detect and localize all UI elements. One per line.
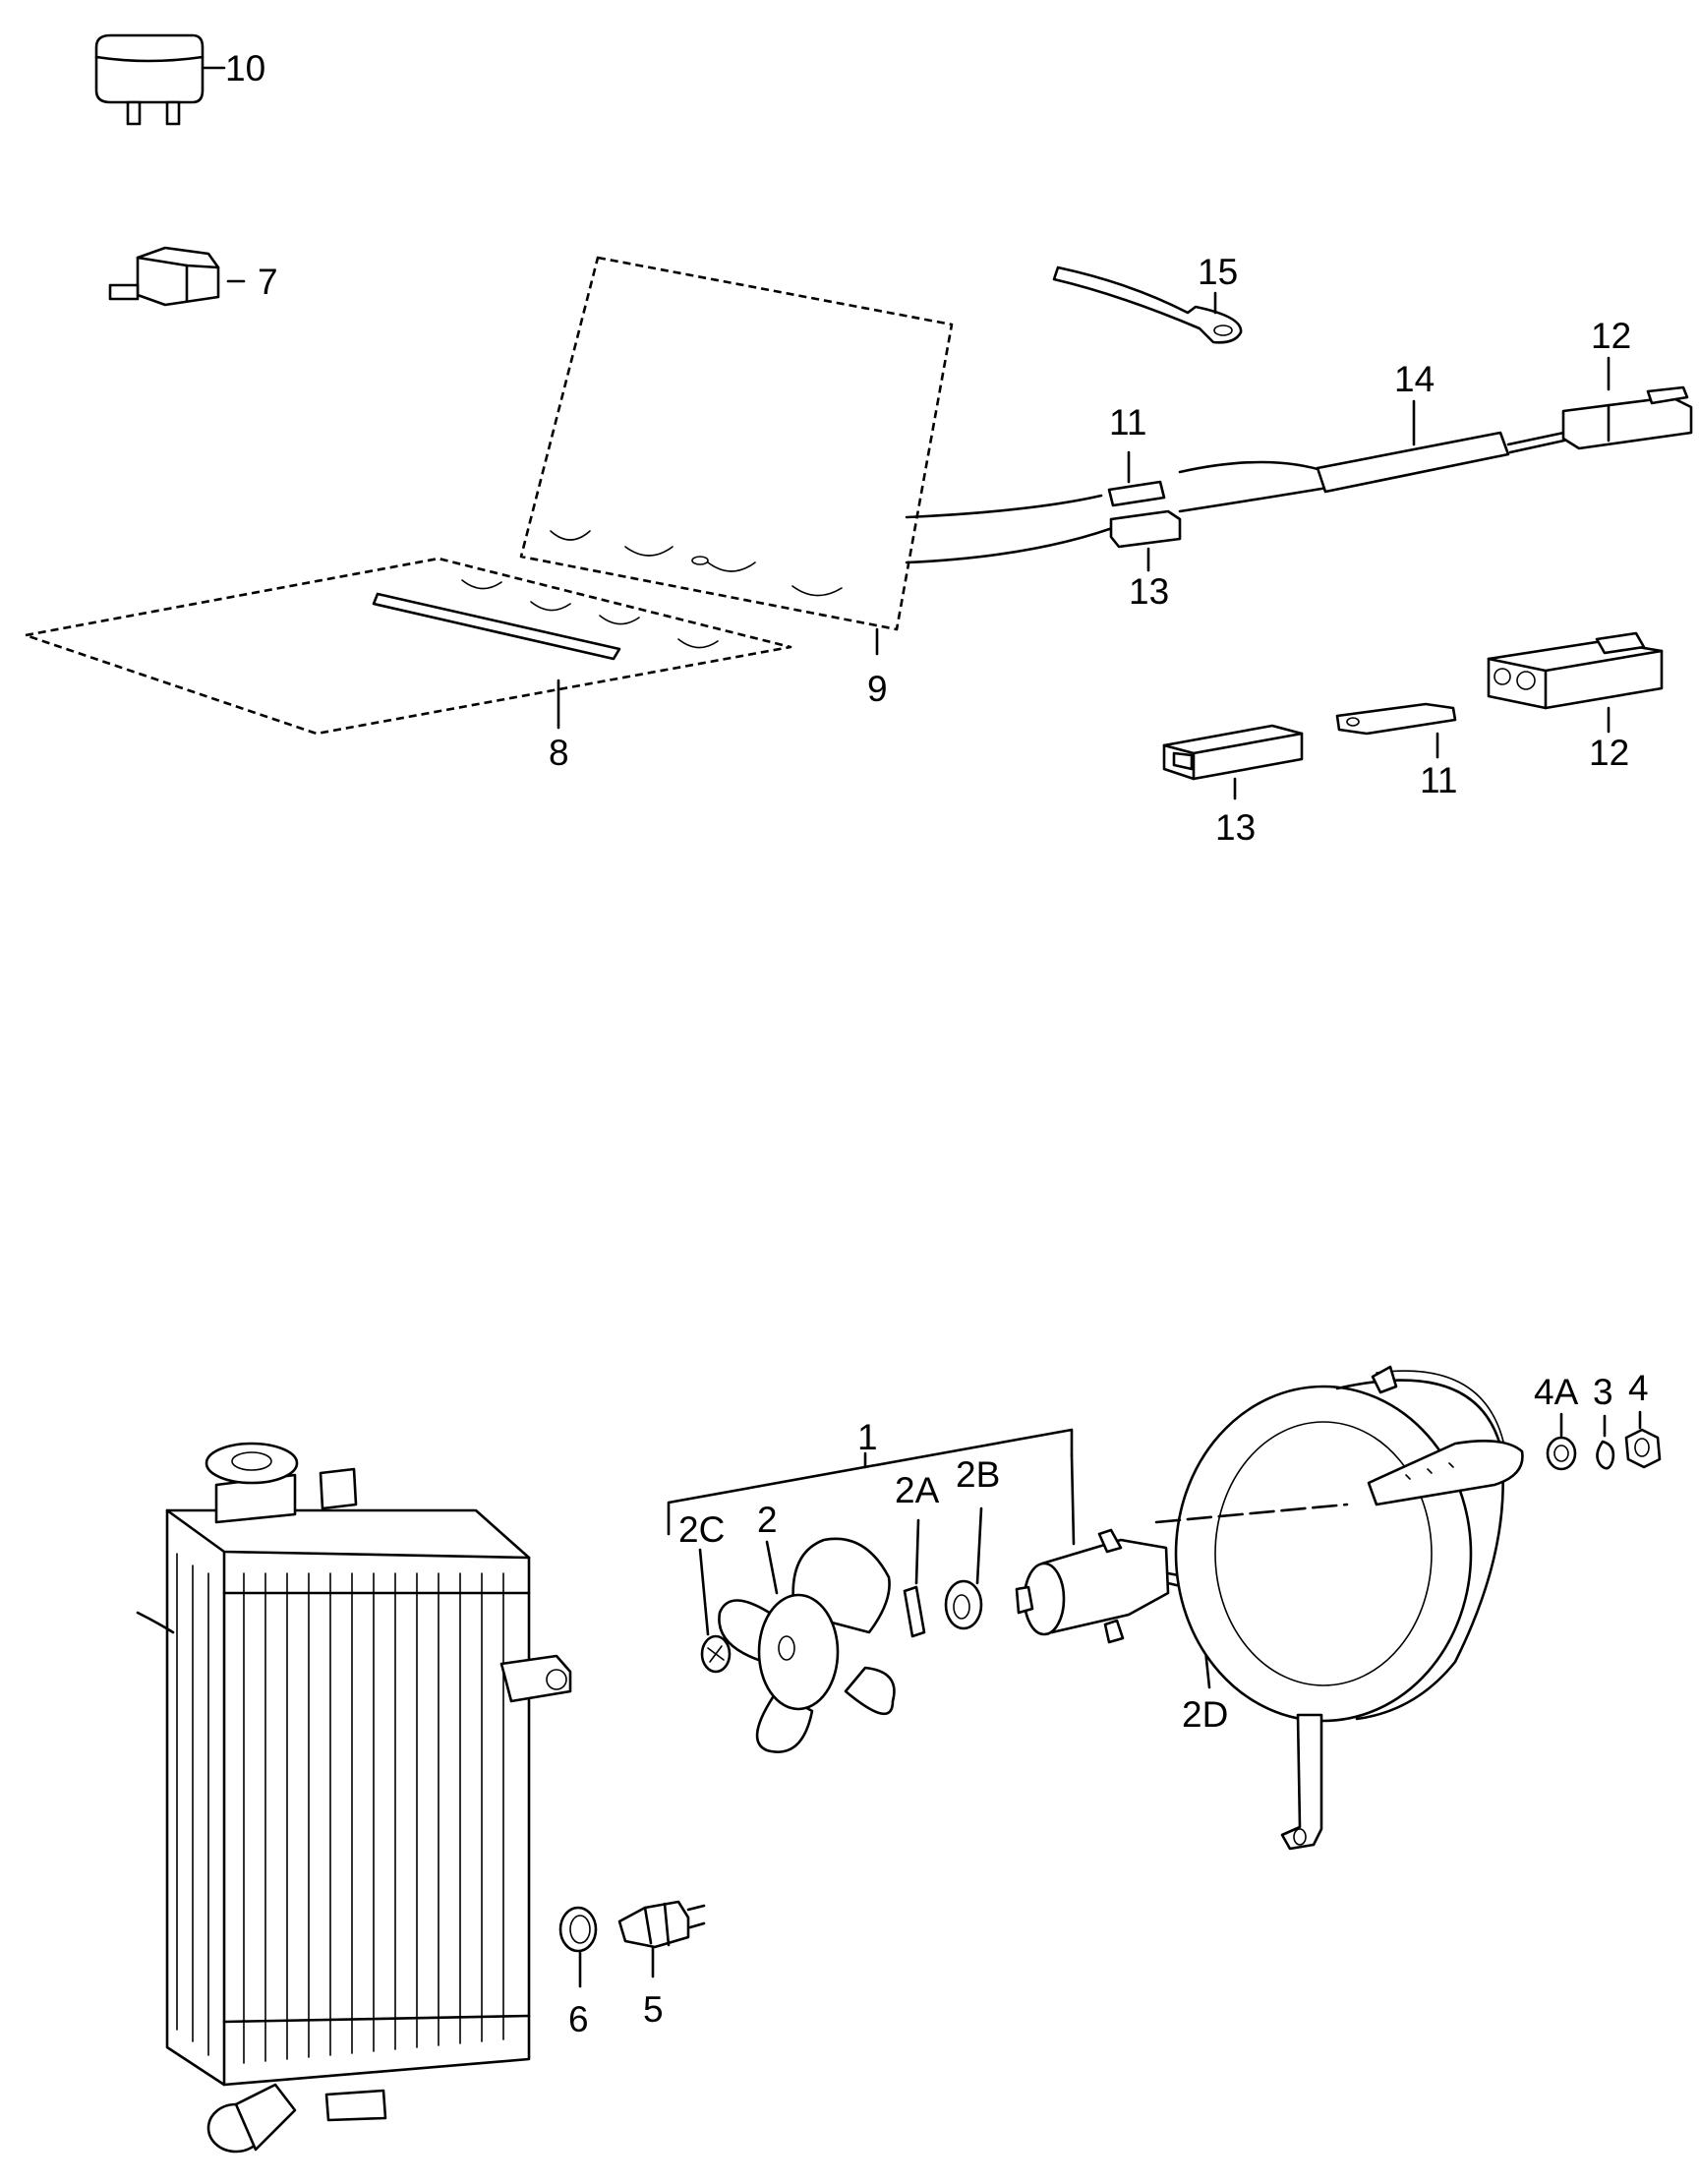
fan-blade-2-part	[718, 1537, 896, 1753]
callout-2: 2	[757, 1500, 778, 1540]
connector-7-part	[108, 246, 246, 307]
washer-2b-part	[944, 1506, 983, 1630]
connector-13-bottom-part	[1162, 724, 1304, 800]
callout-15: 15	[1198, 252, 1238, 292]
relay-part	[94, 33, 226, 126]
washer-4a-part	[1546, 1412, 1577, 1471]
cable-tie-part	[1052, 266, 1243, 344]
callout-9: 9	[867, 669, 888, 709]
fan-motor-part	[1015, 1528, 1211, 1644]
callout-14: 14	[1394, 359, 1435, 399]
fan-shroud-part	[1154, 1365, 1524, 1851]
bracket-1	[667, 1428, 1076, 1546]
radiator-part	[136, 1442, 572, 2154]
callout-11-bottom: 11	[1420, 760, 1457, 800]
callout-1: 1	[857, 1417, 878, 1457]
callout-3: 3	[1593, 1372, 1613, 1412]
terminal-11-top-part	[1107, 450, 1166, 507]
callout-2b: 2B	[956, 1454, 1000, 1495]
clip-2c-part	[698, 1548, 732, 1674]
heater-foil-8-part	[24, 557, 792, 736]
pin-2a-part	[903, 1518, 926, 1638]
connector-12-top-part	[1561, 356, 1693, 450]
callout-11-top: 11	[1109, 402, 1146, 443]
callout-2a: 2A	[895, 1470, 940, 1510]
callout-4a: 4A	[1534, 1372, 1579, 1412]
callout-12-top: 12	[1591, 316, 1631, 356]
callout-12-bottom: 12	[1589, 733, 1629, 773]
connector-12-bottom-part	[1487, 631, 1664, 734]
callout-6: 6	[568, 1999, 589, 2039]
heater-foil-9-part	[519, 256, 954, 656]
spring-washer-3-part	[1596, 1414, 1615, 1470]
terminal-11-bottom-part	[1335, 702, 1457, 759]
washer-6-part	[558, 1906, 598, 1988]
callout-8: 8	[549, 733, 569, 773]
callout-2c: 2C	[678, 1509, 725, 1550]
callout-13-bottom: 13	[1215, 807, 1256, 848]
callout-10: 10	[225, 48, 265, 89]
callout-2d: 2D	[1182, 1694, 1228, 1735]
callout-4: 4	[1628, 1368, 1649, 1408]
wire-harness-part	[905, 399, 1575, 564]
callout-7: 7	[258, 262, 278, 302]
temp-switch-5-part	[617, 1900, 706, 1978]
callout-5: 5	[643, 1989, 664, 2030]
callout-13-top: 13	[1129, 571, 1169, 612]
terminal-13-top-part	[1109, 509, 1182, 572]
nut-4-part	[1624, 1410, 1662, 1469]
